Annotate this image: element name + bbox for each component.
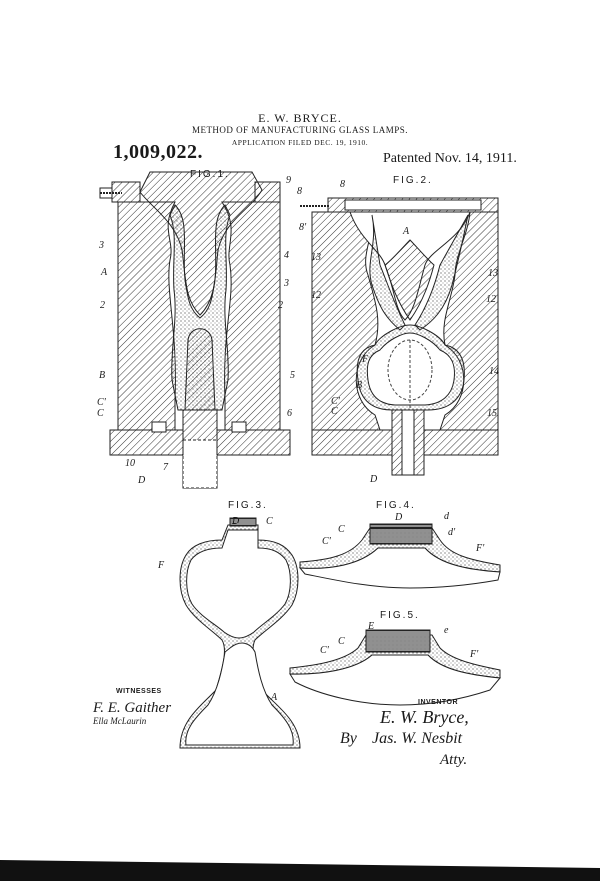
ref-3-right: 3 <box>284 278 289 289</box>
ref-D-fig2: D <box>370 474 378 485</box>
ref-A-fig1: A <box>101 267 108 278</box>
ref-15: 15 <box>487 408 497 419</box>
ref-C-fig5: C <box>338 636 345 647</box>
ref-13-left: 13 <box>311 252 321 263</box>
ref-A-fig2: A <box>403 226 410 237</box>
ref-F-prime-fig4: F' <box>476 543 485 554</box>
fig1-label: FIG.1. <box>190 169 230 180</box>
ref-4: 4 <box>284 250 289 261</box>
ref-D-fig3: D <box>232 516 240 527</box>
ref-8-fig2: 8 <box>340 179 345 190</box>
ref-C-prime-fig4: C' <box>322 536 331 547</box>
ref-F-fig2: F <box>362 354 369 365</box>
witnesses-label: WITNESSES <box>116 688 162 695</box>
inventor-name: E. W. BRYCE. <box>258 111 342 125</box>
ref-A-fig3: A <box>271 692 278 703</box>
ref-C-prime-fig5: C' <box>320 645 329 656</box>
ref-d: d <box>444 511 449 522</box>
witness-1-signature: F. E. Gaither <box>93 700 172 716</box>
ref-C-fig4: C <box>338 524 345 535</box>
ref-12-right: 12 <box>486 294 496 305</box>
patent-title: METHOD OF MANUFACTURING GLASS LAMPS. <box>191 125 409 135</box>
ref-B-fig1: B <box>99 370 106 381</box>
ref-C-fig3: C <box>266 516 273 527</box>
ref-13-right: 13 <box>488 268 498 279</box>
attorney-signature: Jas. W. Nesbit <box>372 730 463 747</box>
patent-number: 1,009,022. <box>113 141 203 163</box>
fig2-label: FIG.2. <box>393 175 433 186</box>
by-label: By <box>340 730 357 747</box>
fig3-label: FIG.3. <box>228 500 268 511</box>
figure-2-drawing <box>300 197 499 476</box>
bottom-border <box>0 860 600 881</box>
ref-C-fig1: C <box>97 408 104 419</box>
ref-B-fig2: B <box>356 380 363 391</box>
ref-10: 10 <box>125 458 135 469</box>
ref-D-fig1: D <box>138 475 146 486</box>
atty-label: Atty. <box>440 752 468 768</box>
ref-F-prime-fig5: F' <box>470 649 479 660</box>
fig4-label: FIG.4. <box>376 500 416 511</box>
figure-4-drawing <box>298 523 501 589</box>
ref-8: 8 <box>297 186 302 197</box>
witness-2-signature: Ella McLaurin <box>93 716 147 726</box>
ref-2-right: 2 <box>278 300 283 311</box>
patented-date: Patented Nov. 14, 1911. <box>383 151 517 166</box>
figure-3-drawing <box>179 517 301 749</box>
inventor-label: INVENTOR <box>418 699 459 706</box>
ref-12-left: 12 <box>311 290 321 301</box>
ref-C-prime-fig1: C' <box>97 397 106 408</box>
inventor-signature: E. W. Bryce, <box>380 707 469 727</box>
ref-F-fig3: F <box>158 560 165 571</box>
figure-5-drawing <box>289 629 501 706</box>
ref-C-prime-fig2: C' <box>331 396 340 407</box>
ref-5: 5 <box>290 370 295 381</box>
ref-6: 6 <box>287 408 292 419</box>
ref-C-fig2: C <box>331 406 338 417</box>
ref-D-fig4: D <box>395 512 403 523</box>
ref-9: 9 <box>286 175 291 186</box>
ref-d-prime: d' <box>448 527 456 538</box>
ref-2-left: 2 <box>100 300 105 311</box>
figure-1-drawing <box>99 171 291 489</box>
ref-3-left: 3 <box>99 240 104 251</box>
ref-8-prime: 8' <box>299 222 307 233</box>
ref-e: e <box>444 625 449 636</box>
fig5-label: FIG.5. <box>380 610 420 621</box>
ref-E: E <box>368 621 375 632</box>
filing-date: APPLICATION FILED DEC. 19, 1910. <box>231 138 369 147</box>
ref-7: 7 <box>163 462 168 473</box>
ref-14: 14 <box>489 366 499 377</box>
